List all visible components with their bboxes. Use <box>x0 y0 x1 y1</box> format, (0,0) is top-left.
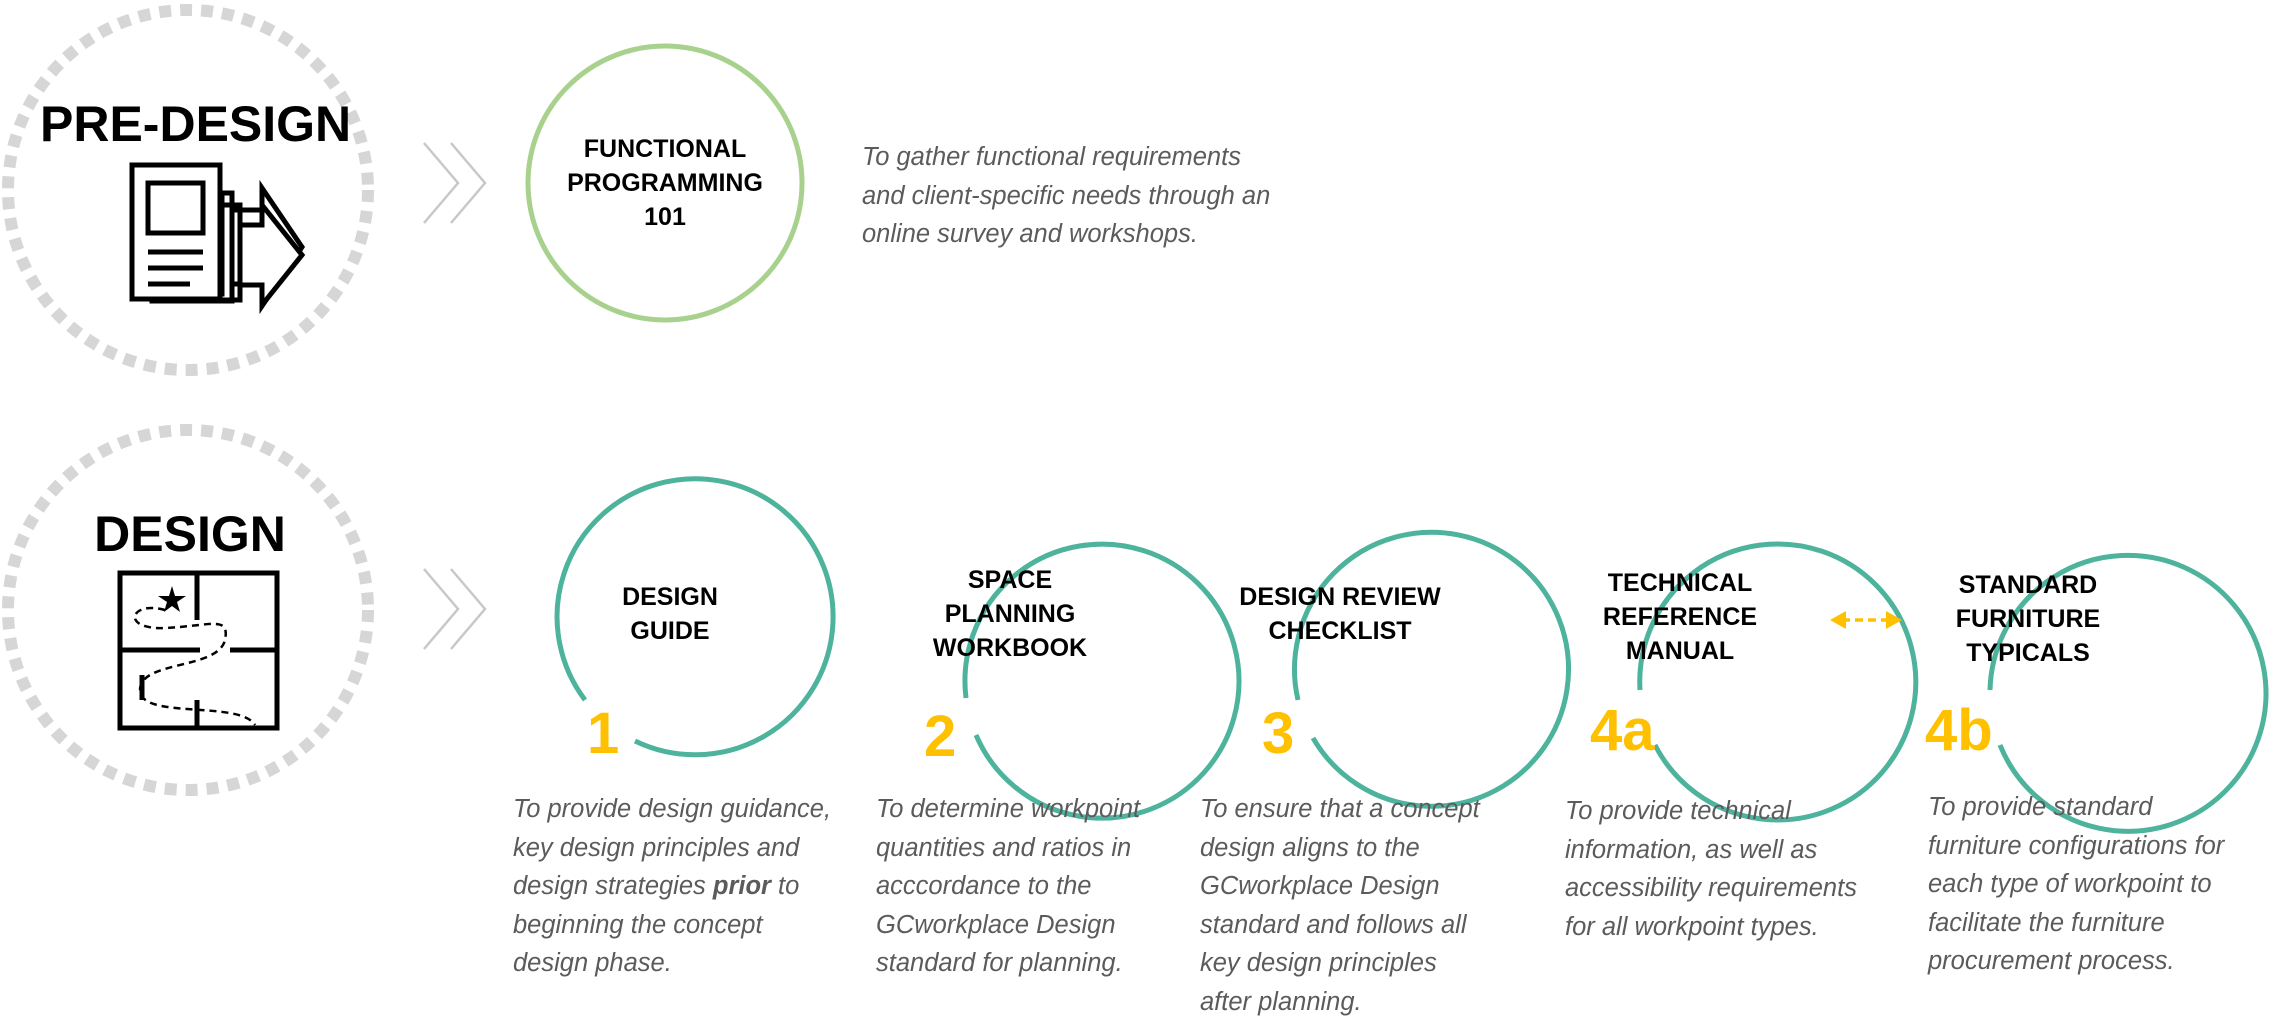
description-line: information, as well as <box>1565 831 1905 870</box>
step-label-line: TECHNICAL <box>1570 566 1790 600</box>
step-label-functional-programming: FUNCTIONAL PROGRAMMING 101 <box>540 132 790 234</box>
step-label-line: STANDARD <box>1918 568 2138 602</box>
step-label-line: PLANNING <box>900 597 1120 631</box>
description-line: design aligns to the <box>1200 829 1540 868</box>
description-line: To provide technical <box>1565 792 1905 831</box>
description-fragment: to <box>771 872 799 900</box>
step-number: 4a <box>1590 702 1655 760</box>
description-line: GCworkplace Design <box>1200 867 1540 906</box>
description-line: acccordance to the <box>876 867 1206 906</box>
description-line: standard for planning. <box>876 944 1206 983</box>
description-line: key design principles and <box>513 829 883 868</box>
functional-programming-description: To gather functional requirements and cl… <box>862 138 1382 254</box>
step-label-line: CHECKLIST <box>1220 614 1460 648</box>
description-fragment: design strategies <box>513 872 713 900</box>
floor-plan-route-icon <box>120 573 277 728</box>
step-number: 3 <box>1262 705 1294 763</box>
description-line: procurement process. <box>1928 942 2283 981</box>
description-emphasis: prior <box>713 872 771 900</box>
description-line: design phase. <box>513 944 883 983</box>
step-number: 4b <box>1925 702 1993 760</box>
description-line: GCworkplace Design <box>876 906 1206 945</box>
description-line: for all workpoint types. <box>1565 908 1905 947</box>
step-label-line: PROGRAMMING <box>540 166 790 200</box>
description-line: To provide design guidance, <box>513 790 883 829</box>
step-number: 2 <box>924 708 956 766</box>
description-line: accessibility requirements <box>1565 869 1905 908</box>
step-label-line: REFERENCE <box>1570 600 1790 634</box>
step-label-design-review: DESIGN REVIEW CHECKLIST <box>1220 580 1460 648</box>
bidirectional-arrow-icon <box>1830 611 1902 629</box>
step-number: 1 <box>587 705 619 763</box>
document-page <box>132 165 220 299</box>
step-label-line: WORKBOOK <box>900 631 1120 665</box>
standard-furniture-description: To provide standard furniture configurat… <box>1928 788 2283 981</box>
description-line: quantities and ratios in <box>876 829 1206 868</box>
description-line: To ensure that a concept <box>1200 790 1540 829</box>
description-line: each type of workpoint to <box>1928 865 2283 904</box>
description-line: key design principles <box>1200 944 1540 983</box>
description-line: To provide standard <box>1928 788 2283 827</box>
design-phase-ring <box>8 430 368 790</box>
description-line: To determine workpoint <box>876 790 1206 829</box>
description-line: and client-specific needs through an <box>862 177 1382 216</box>
design-guide-description: To provide design guidance, key design p… <box>513 790 883 983</box>
design-phase-title: DESIGN <box>40 505 340 563</box>
predesign-phase-title: PRE-DESIGN <box>40 95 340 153</box>
step-label-design-guide: DESIGN GUIDE <box>560 580 780 648</box>
step-label-line: SPACE <box>900 563 1120 597</box>
description-line: online survey and workshops. <box>862 215 1382 254</box>
step-label-line: MANUAL <box>1570 634 1790 668</box>
chevron-right-icon <box>424 569 485 649</box>
description-line: furniture configurations for <box>1928 827 2283 866</box>
step-label-technical-reference: TECHNICAL REFERENCE MANUAL <box>1570 566 1790 668</box>
step-label-line: FURNITURE <box>1918 602 2138 636</box>
description-line: design strategies prior to <box>513 867 883 906</box>
step-label-line: TYPICALS <box>1918 636 2138 670</box>
technical-reference-description: To provide technical information, as wel… <box>1565 792 1905 946</box>
description-line: standard and follows all <box>1200 906 1540 945</box>
space-planning-description: To determine workpoint quantities and ra… <box>876 790 1206 983</box>
step-label-line: DESIGN <box>560 580 780 614</box>
step-label-line: DESIGN REVIEW <box>1220 580 1460 614</box>
step-label-space-planning: SPACE PLANNING WORKBOOK <box>900 563 1120 665</box>
step-label-line: FUNCTIONAL <box>540 132 790 166</box>
description-line: beginning the concept <box>513 906 883 945</box>
step-label-line: GUIDE <box>560 614 780 648</box>
design-review-ring <box>1295 532 1569 806</box>
step-label-standard-furniture: STANDARD FURNITURE TYPICALS <box>1918 568 2138 670</box>
step-label-line: 101 <box>540 200 790 234</box>
design-review-description: To ensure that a concept design aligns t… <box>1200 790 1540 1021</box>
description-line: after planning. <box>1200 983 1540 1021</box>
description-line: To gather functional requirements <box>862 138 1382 177</box>
description-line: facilitate the furniture <box>1928 904 2283 943</box>
chevron-right-icon <box>424 143 485 223</box>
